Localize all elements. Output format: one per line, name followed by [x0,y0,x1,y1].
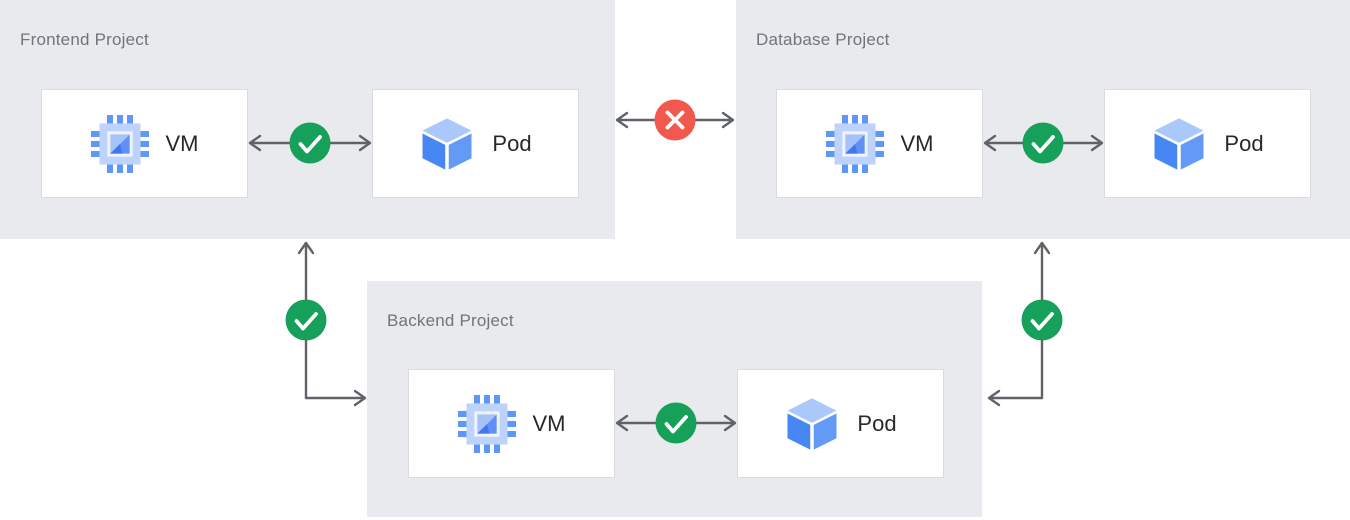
backend-pod-label: Pod [857,410,897,436]
pod-cube-icon [1154,117,1204,170]
check-icon [1021,299,1063,341]
compute-engine-chip-icon [90,114,149,173]
frontend-vm-node[interactable]: VM [41,89,248,198]
connection-database-backend [987,241,1063,407]
frontend-pod-node[interactable]: Pod [372,89,579,198]
frontend-vm-label: VM [165,130,199,156]
backend-vm-node[interactable]: VM [408,369,615,478]
database-pod-node[interactable]: Pod [1104,89,1311,198]
frontend-pod-label: Pod [492,130,532,156]
compute-engine-chip-icon [825,114,884,173]
database-vm-node[interactable]: VM [776,89,983,198]
database-pod-label: Pod [1224,130,1264,156]
backend-project-title: Backend Project [387,311,514,330]
pod-cube-icon [787,397,837,450]
backend-pod-node[interactable]: Pod [737,369,944,478]
frontend-project-title: Frontend Project [20,30,149,49]
database-vm-label: VM [900,130,934,156]
backend-vm-label: VM [532,410,566,436]
check-icon [285,299,327,341]
compute-engine-chip-icon [457,394,516,453]
pod-cube-icon [422,117,472,170]
connection-frontend-backend [285,241,367,407]
connection-frontend-database [615,99,735,141]
x-icon [654,99,696,141]
database-project-title: Database Project [756,30,890,49]
